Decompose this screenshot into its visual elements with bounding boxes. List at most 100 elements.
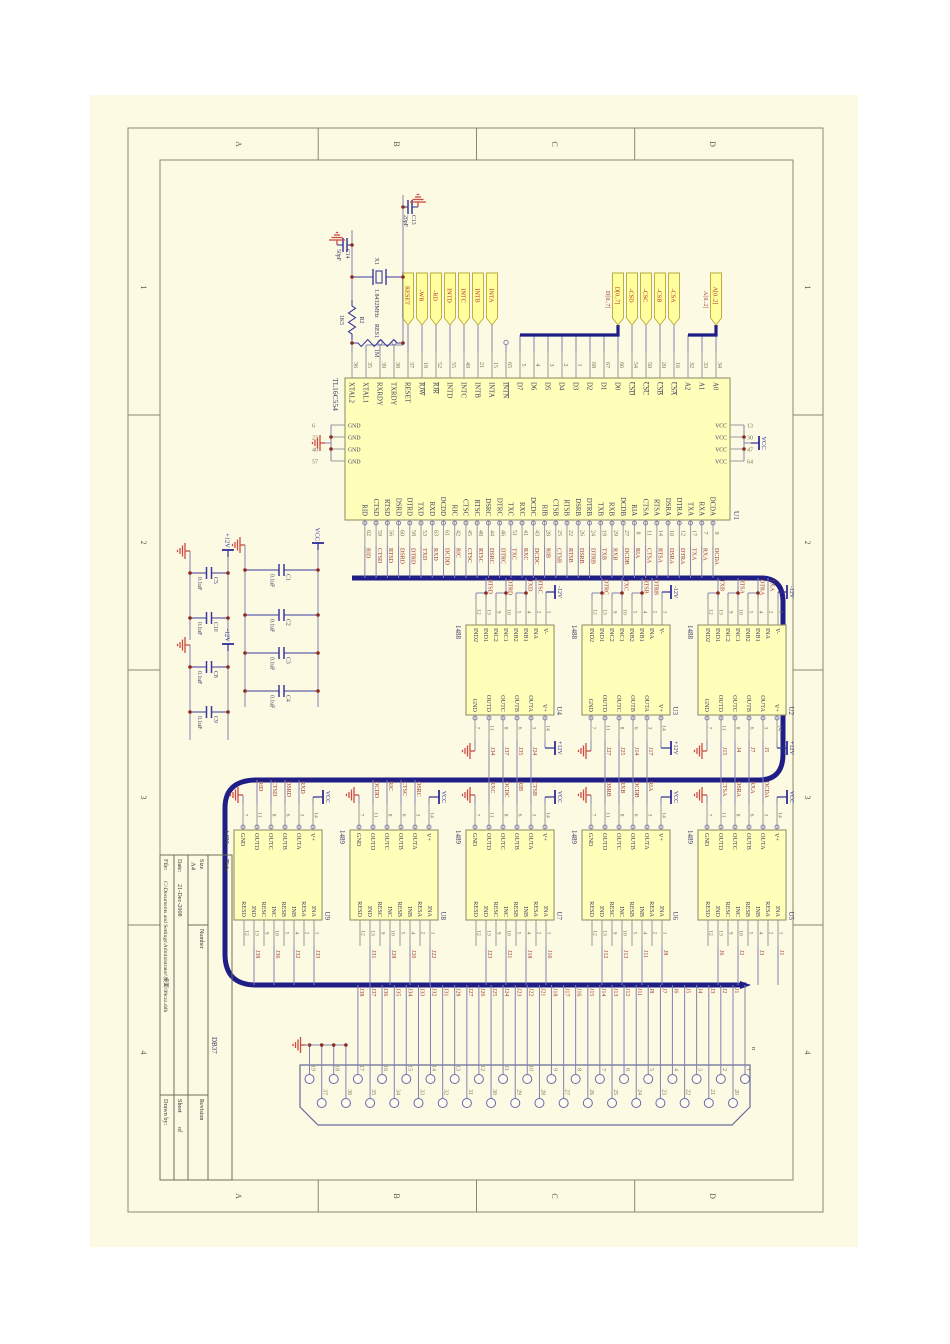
svg-text:Date:: Date: <box>176 859 183 873</box>
svg-text:7: 7 <box>591 727 597 730</box>
svg-text:1489: 1489 <box>454 830 462 845</box>
svg-text:INTC: INTC <box>460 288 467 302</box>
svg-text:0.1uF: 0.1uF <box>196 671 202 685</box>
svg-text:J17: J17 <box>564 988 570 996</box>
svg-text:12: 12 <box>360 930 366 936</box>
svg-text:C:\Documents and Settings\Admi: C:\Documents and Settings\Administrator\… <box>162 881 170 1012</box>
svg-text:27: 27 <box>623 530 629 536</box>
flag--CSD <box>626 272 638 326</box>
svg-text:J14: J14 <box>633 747 639 755</box>
svg-text:RXD: RXD <box>432 548 438 561</box>
svg-text:TXC: TXC <box>511 548 517 560</box>
svg-text:U3: U3 <box>671 706 679 715</box>
svg-text:TXD: TXD <box>417 502 424 516</box>
svg-text:0.1uF: 0.1uF <box>196 577 202 591</box>
svg-text:C4: C4 <box>285 695 291 702</box>
svg-text:J7: J7 <box>749 747 755 752</box>
svg-text:OUTC: OUTC <box>499 695 506 712</box>
svg-text:48: 48 <box>477 530 483 536</box>
svg-text:4: 4 <box>803 1051 812 1055</box>
svg-text:IND: IND <box>482 906 489 918</box>
svg-text:OUTA: OUTA <box>527 695 534 712</box>
svg-text:41: 41 <box>522 530 528 536</box>
svg-text:6: 6 <box>517 727 523 730</box>
svg-text:17: 17 <box>358 1065 364 1071</box>
svg-text:47: 47 <box>747 448 753 454</box>
svg-text:A[0..2]: A[0..2] <box>702 291 708 308</box>
svg-text:TXB: TXB <box>596 502 603 516</box>
svg-text:V+: V+ <box>657 833 664 841</box>
svg-text:13: 13 <box>486 609 492 615</box>
svg-text:11: 11 <box>721 812 727 818</box>
svg-text:INC2: INC2 <box>608 628 615 642</box>
svg-text:OUTD: OUTD <box>717 695 724 713</box>
svg-text:6: 6 <box>633 727 639 730</box>
svg-text:J22: J22 <box>527 988 533 996</box>
svg-text:13: 13 <box>370 930 376 936</box>
svg-text:3: 3 <box>763 727 769 730</box>
svg-text:16: 16 <box>382 1065 388 1071</box>
svg-text:RESA: RESA <box>300 901 307 917</box>
svg-text:J6: J6 <box>718 950 724 955</box>
svg-text:2: 2 <box>803 541 812 545</box>
svg-text:GND: GND <box>348 424 361 430</box>
svg-text:4: 4 <box>139 1051 148 1055</box>
svg-text:Revision: Revision <box>198 1099 204 1120</box>
svg-text:INB: INB <box>638 906 645 917</box>
svg-text:56: 56 <box>387 530 393 536</box>
svg-text:RESA: RESA <box>416 901 423 917</box>
svg-text:RESB: RESB <box>280 902 287 917</box>
svg-text:30: 30 <box>491 1089 497 1095</box>
svg-text:INA: INA <box>764 628 771 640</box>
chip-u9-1489: U9148914V+3OUTARXD6OUTBDSRD8OUTCCTSD11OU… <box>222 780 331 985</box>
svg-text:10: 10 <box>274 930 280 936</box>
svg-text:J31: J31 <box>443 988 449 996</box>
svg-text:TXB: TXB <box>719 579 725 591</box>
svg-text:36: 36 <box>352 362 358 368</box>
svg-text:INB2: INB2 <box>628 628 635 642</box>
svg-text:5: 5 <box>516 932 522 935</box>
svg-text:RESD: RESD <box>356 901 363 917</box>
svg-text:11: 11 <box>503 1065 509 1071</box>
svg-text:52: 52 <box>436 362 442 368</box>
svg-text:RXRDY: RXRDY <box>376 382 383 406</box>
svg-text:J5: J5 <box>685 988 691 993</box>
svg-text:J32: J32 <box>430 988 436 996</box>
svg-text:24: 24 <box>589 530 595 536</box>
svg-text:VCC: VCC <box>324 791 330 803</box>
svg-text:File:: File: <box>162 859 169 871</box>
svg-text:7: 7 <box>600 1068 606 1071</box>
svg-text:60: 60 <box>399 530 405 536</box>
svg-text:37: 37 <box>322 1089 328 1095</box>
svg-text:J34: J34 <box>489 747 495 755</box>
svg-text:J15: J15 <box>721 747 727 755</box>
svg-text:CTSC: CTSC <box>466 548 472 563</box>
svg-text:XTAL2: XTAL2 <box>348 382 355 404</box>
svg-text:DTRD: DTRD <box>507 579 513 596</box>
svg-text:DTRB: DTRB <box>585 498 592 517</box>
svg-text:4: 4 <box>526 932 532 935</box>
flag--RD <box>430 272 442 326</box>
svg-text:Sheet: Sheet <box>176 1099 183 1113</box>
svg-text:DB37: DB37 <box>210 1037 218 1054</box>
svg-text:36: 36 <box>346 1089 352 1095</box>
svg-text:49: 49 <box>464 362 470 368</box>
svg-text:D2: D2 <box>586 382 593 391</box>
svg-text:DTRC: DTRC <box>499 548 505 564</box>
svg-text:DSRB: DSRB <box>574 498 581 516</box>
svg-text:14: 14 <box>777 725 783 731</box>
svg-text:28: 28 <box>545 530 551 536</box>
svg-text:IND: IND <box>714 906 721 918</box>
svg-text:14: 14 <box>430 1065 436 1071</box>
svg-text:X1: X1 <box>373 258 379 265</box>
svg-text:4: 4 <box>526 611 532 614</box>
svg-text:13: 13 <box>718 609 724 615</box>
svg-text:RXC: RXC <box>522 548 528 560</box>
svg-text:DSRA: DSRA <box>668 548 674 565</box>
flag-INTB <box>472 272 484 326</box>
svg-text:14: 14 <box>777 812 783 818</box>
svg-text:8: 8 <box>387 814 393 817</box>
svg-text:8: 8 <box>735 814 741 817</box>
svg-text:J2: J2 <box>738 950 744 955</box>
svg-text:34: 34 <box>716 362 722 368</box>
